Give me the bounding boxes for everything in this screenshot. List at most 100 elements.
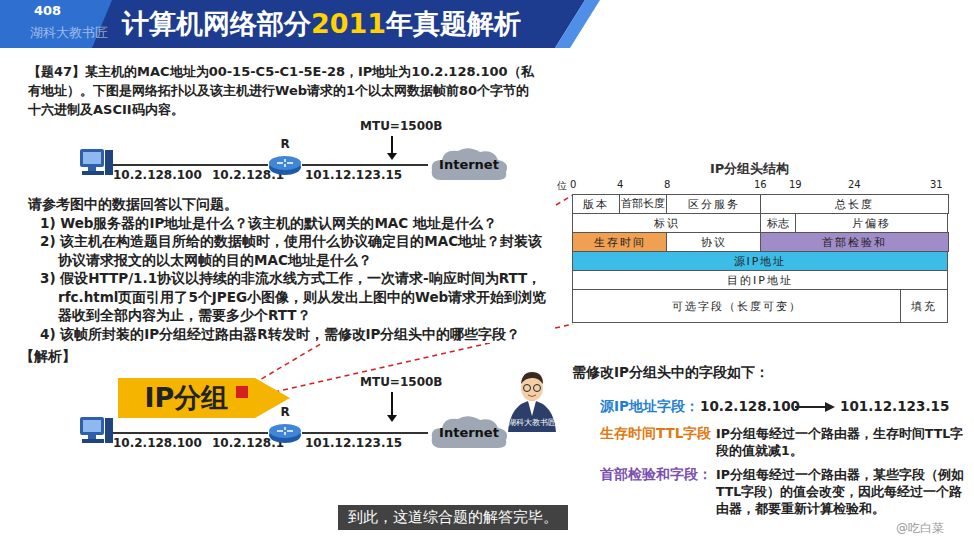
header-field: 生存时间 (572, 232, 667, 252)
text-label: 2011 (311, 8, 386, 39)
header-field: 协议 (666, 232, 761, 252)
header-field: 标志 (760, 213, 796, 233)
question-list: 请参考图中的数据回答以下问题。1) Web服务器的IP地址是什么？该主机的默认网… (28, 195, 554, 343)
field-name: 总长度 (835, 197, 874, 212)
router-arrows (277, 159, 293, 167)
field-name: 标识 (654, 216, 680, 231)
text-label: 【解析】 (20, 348, 76, 366)
field-name: 区分服务 (688, 197, 740, 212)
field-name: 生存时间 (594, 235, 646, 250)
text-label: 位 (557, 179, 567, 193)
field-name: 首部检验和 (822, 235, 887, 250)
field-name: 填充 (911, 299, 937, 314)
header-field: 源IP地址 (572, 251, 948, 271)
link-wire (302, 432, 428, 434)
text-label: 408 (34, 3, 61, 18)
text-label: 101.12.123.15 (305, 168, 402, 182)
mtu-arrow (391, 392, 393, 416)
text-label: 湖科大教书匠 (30, 24, 108, 42)
badge-tab (0, 0, 112, 48)
pc-icon (80, 149, 113, 175)
text-label: 需修改IP分组头中的字段如下： (572, 364, 769, 382)
text-label: 0 (570, 179, 576, 190)
link-wire (113, 164, 268, 166)
change-arrowhead (825, 402, 835, 412)
arrow-shape (118, 378, 290, 418)
text-label: 31 (930, 179, 943, 190)
text-label: 24 (848, 179, 861, 190)
field-name: 可选字段（长度可变） (672, 299, 802, 314)
text-label: 10.2.128.100 (113, 436, 202, 450)
text-label: 【题47】某主机的MAC地址为00-15-C5-C1-5E-28，IP地址为10… (28, 62, 536, 119)
text-label: MTU=1500B (360, 375, 442, 389)
mtu-arrowhead (387, 415, 397, 422)
text-label: 首部检验和字段： (600, 466, 712, 484)
field-name: 目的IP地址 (727, 273, 793, 288)
pc-icon (80, 417, 113, 443)
header-field: 可选字段（长度可变） (572, 289, 901, 323)
text-label: IP分组每经过一个路由器，某些字段（例如TTL字段）的值会改变，因此每经过一个路… (716, 466, 964, 517)
router-node: R (268, 422, 302, 444)
text-label: @吃白菜 (896, 520, 944, 537)
text-label: IP分组头结构 (710, 160, 789, 178)
node-outline (268, 154, 302, 176)
text-label: 10.2.128.100 (700, 398, 800, 414)
text-label: 年真题解析 (386, 6, 521, 42)
text-label: 湖科大教书匠 (505, 418, 559, 427)
text-label: 计算机网络部分 (122, 6, 311, 42)
node-text: Internet (428, 146, 510, 184)
header-field: 填充 (900, 289, 948, 323)
text-label: 101.12.123.15 (840, 398, 949, 414)
node-text: R (268, 405, 302, 419)
header-field: 首部长度 (619, 194, 667, 214)
question-item: 3) 假设HTTP/1.1协议以持续的非流水线方式工作，一次请求-响应时间为RT… (28, 269, 554, 325)
text-label: 10.2.128.100 (113, 168, 202, 182)
field-name: 首部长度 (621, 197, 665, 211)
node-text: IP分组 (118, 378, 255, 418)
text-label: 到此，这道综合题的解答完毕。 (338, 505, 568, 530)
router-top (269, 156, 301, 170)
header-field: 版本 (572, 194, 620, 214)
router-arrows (277, 427, 293, 435)
text-label: 源IP地址字段： (600, 398, 699, 416)
node-text: Internet (428, 414, 510, 452)
internet-cloud: Internet (428, 414, 510, 452)
header-field: 区分服务 (666, 194, 761, 214)
field-name: 协议 (701, 235, 727, 250)
question-item: 请参考图中的数据回答以下问题。 (28, 195, 554, 214)
packet-arrow: IP分组 (118, 378, 290, 418)
header-field: 标识 (572, 213, 761, 233)
banner-stripe (555, 0, 600, 48)
text-label: 16 (754, 179, 767, 190)
marker-square (236, 386, 248, 398)
header-field: 首部检验和 (760, 232, 949, 252)
text-label: 101.12.123.15 (305, 436, 402, 450)
header-field: 片偏移 (795, 213, 948, 233)
field-name: 源IP地址 (734, 254, 787, 269)
question-item: 1) Web服务器的IP地址是什么？该主机的默认网关的MAC 地址是什么？ (28, 214, 554, 233)
link-wire (302, 164, 428, 166)
text-label: MTU=1500B (360, 119, 442, 133)
mtu-arrowhead (387, 153, 397, 160)
router-node: R (268, 154, 302, 176)
title-banner (0, 0, 585, 48)
text-label: 8 (664, 179, 670, 190)
internet-cloud: Internet (428, 146, 510, 184)
text-label: 生存时间TTL字段： (600, 425, 725, 443)
router-top (269, 424, 301, 438)
field-name: 版本 (583, 197, 609, 212)
node-outline (268, 422, 302, 444)
question-item: 2) 该主机在构造题目所给的数据帧时，使用什么协议确定目的MAC地址？封装该协议… (28, 232, 554, 269)
text-label: IP分组每经过一个路由器，生存时间TTL字段的值就减1。 (716, 425, 964, 459)
link-wire (113, 432, 268, 434)
header-field: 总长度 (760, 194, 949, 214)
node-text: R (268, 137, 302, 151)
text-label: 19 (789, 179, 802, 190)
title-row: 计算机网络部分2011年真题解析 (122, 6, 521, 42)
field-name: 片偏移 (852, 216, 891, 231)
mtu-arrow (391, 136, 393, 154)
header-field: 目的IP地址 (572, 270, 948, 290)
field-name: 标志 (767, 216, 789, 231)
